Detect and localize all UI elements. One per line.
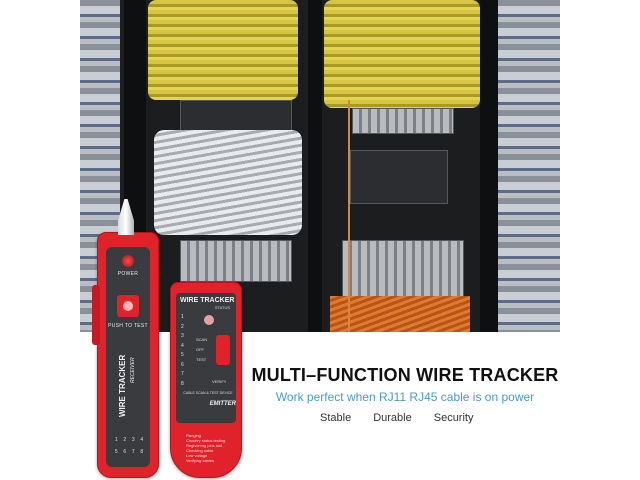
server-unit — [350, 150, 448, 204]
headline: MULTI–FUNCTION WIRE TRACKER — [251, 365, 559, 385]
feature-item: Verifying cables — [186, 458, 215, 463]
subheadline: Work perfect when RJ11 RJ45 cable is on … — [275, 390, 535, 404]
pin-6: 6 — [123, 449, 127, 455]
push-to-test-label: PUSH TO TEST — [108, 323, 148, 329]
tag-durable: Durable — [373, 412, 412, 424]
server-rack-photo — [80, 0, 560, 332]
off-label: OFF — [196, 347, 204, 352]
feature-tags: Stable Durable Security — [320, 412, 473, 424]
side-clip — [92, 285, 100, 345]
pin-4: 4 — [140, 437, 144, 443]
pin-list: 1 2 3 4 5 6 7 8 — [181, 313, 184, 389]
pin-indicator-grid: 1 2 3 4 5 6 7 8 — [112, 437, 146, 455]
pin-1: 1 — [181, 314, 184, 320]
pin-1: 1 — [114, 437, 118, 443]
emitter-label: EMITTER — [209, 401, 236, 407]
patch-panel — [180, 240, 292, 282]
feature-list: Ranging Circuitry status testing Registe… — [186, 433, 225, 463]
pin-2: 2 — [181, 323, 184, 330]
mode-switch[interactable] — [216, 335, 230, 365]
device-description: CABLE SCAN & TEST DEVICE — [183, 391, 233, 395]
white-patch-cables — [154, 130, 302, 235]
pin-8: 8 — [181, 380, 184, 387]
feature-item: Checking cable — [186, 448, 214, 453]
feature-item: Low voltage — [186, 453, 208, 458]
scan-label: SCAN — [196, 337, 208, 342]
receiver-subtitle: RECEIVER — [130, 357, 136, 383]
probe-tip — [118, 199, 134, 235]
rack-frame — [308, 0, 322, 332]
power-label: POWER — [117, 271, 139, 277]
feature-item: Ranging — [186, 433, 201, 438]
pin-8: 8 — [140, 449, 144, 455]
yellow-patch-cables — [148, 0, 298, 100]
feature-item: Registering pins tool — [186, 443, 223, 448]
emitter-face: WIRE TRACKER STATUS 1 2 3 4 5 6 7 8 SCAN… — [176, 293, 236, 423]
tag-security: Security — [433, 412, 474, 424]
emitter-title: WIRE TRACKER — [180, 297, 235, 304]
yellow-patch-cables — [324, 0, 480, 108]
receiver-device: POWER PUSH TO TEST WIRE TRACKER RECEIVER… — [92, 199, 159, 478]
feature-item: Circuitry status testing — [186, 438, 226, 443]
emitter-device: WIRE TRACKER STATUS 1 2 3 4 5 6 7 8 SCAN… — [170, 282, 242, 478]
pin-3: 3 — [181, 333, 184, 339]
power-led-icon — [122, 255, 134, 267]
status-led-icon — [204, 315, 214, 325]
verify-label: VERIFY — [212, 379, 227, 384]
pin-6: 6 — [181, 361, 184, 368]
pin-7: 7 — [131, 449, 135, 455]
status-label: STATUS — [214, 305, 230, 310]
patch-panel — [352, 108, 454, 134]
rack-frame — [480, 0, 498, 332]
test-label: TEST — [196, 357, 207, 362]
receiver-title: WIRE TRACKER — [118, 354, 127, 417]
rack-side-right — [498, 0, 560, 332]
pin-7: 7 — [181, 371, 184, 377]
orange-fiber-cables — [330, 296, 470, 332]
server-array — [342, 240, 464, 298]
fiber-strand — [348, 100, 350, 332]
pin-2: 2 — [123, 437, 127, 443]
tag-stable: Stable — [320, 412, 352, 424]
pin-5: 5 — [181, 352, 184, 358]
push-to-test-button[interactable] — [117, 295, 139, 317]
pin-3: 3 — [131, 437, 135, 443]
pin-5: 5 — [114, 449, 118, 455]
receiver-face: POWER PUSH TO TEST WIRE TRACKER RECEIVER… — [106, 247, 150, 467]
pin-4: 4 — [181, 342, 184, 349]
